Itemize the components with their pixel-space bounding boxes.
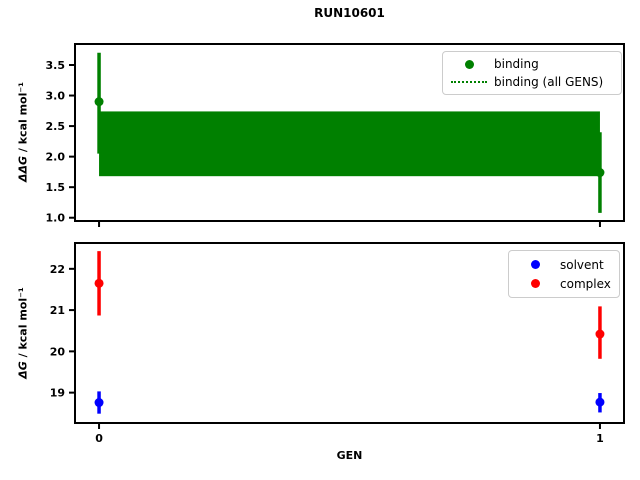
- marker-solvent: [94, 398, 104, 408]
- legend-dot-icon: [516, 260, 554, 269]
- y-tick-label: 3.5: [46, 59, 66, 72]
- y-tick-label: 20: [50, 345, 66, 358]
- marker-complex: [94, 278, 104, 288]
- y-tick-label: 2.0: [46, 151, 66, 164]
- legend-label: solvent: [560, 257, 604, 272]
- bottom-plot: 19 20 21 22 0 1: [50, 242, 625, 445]
- chart-title: RUN10601: [314, 6, 385, 20]
- legend-item-binding: binding: [450, 55, 614, 73]
- marker-complex: [595, 329, 605, 339]
- axes-frame: [74, 242, 625, 424]
- top-y-axis-label: ΔΔG / kcal mol⁻¹: [17, 82, 30, 182]
- legend-label: complex: [560, 276, 611, 291]
- marker-solvent: [595, 397, 605, 407]
- legend-label: binding (all GENS): [494, 75, 604, 89]
- marker-binding: [595, 168, 605, 178]
- dot-marker: [464, 59, 474, 69]
- y-tick-label: 19: [50, 387, 65, 400]
- y-tick-label: 1.0: [46, 212, 66, 225]
- x-tick-label: 1: [596, 432, 604, 445]
- top-plot: 1.0 1.5 2.0 2.5 3.0 3.5: [46, 43, 625, 227]
- marker-binding: [94, 97, 104, 107]
- bottom-legend: solvent complex: [508, 250, 620, 298]
- bottom-plot-canvas: 19 20 21 22 0 1: [50, 242, 625, 445]
- top-plot-canvas: 1.0 1.5 2.0 2.5 3.0 3.5: [46, 43, 625, 227]
- dotted-line-marker: [451, 81, 487, 83]
- axes-frame: [74, 43, 625, 222]
- legend-dot-icon: [450, 59, 488, 69]
- y-tick-label: 2.5: [46, 120, 66, 133]
- bottom-y-axis-label: ΔG / kcal mol⁻¹: [17, 287, 30, 379]
- legend-item-complex: complex: [516, 274, 612, 293]
- y-tick-label: 3.0: [46, 90, 66, 103]
- bottom-y-axis-label-units: / kcal mol⁻¹: [16, 287, 30, 362]
- uncertainty-band: [99, 111, 600, 177]
- y-tick-label: 21: [50, 304, 65, 317]
- top-legend: binding binding (all GENS): [442, 51, 622, 95]
- top-y-axis-label-units: / kcal mol⁻¹: [16, 81, 30, 156]
- legend-item-binding-all-gens-: binding (all GENS): [450, 73, 614, 91]
- legend-dot-icon: [516, 279, 554, 288]
- bottom-y-axis-label-math: ΔG: [16, 361, 30, 379]
- top-y-axis-label-math: ΔΔG: [16, 155, 30, 183]
- dot-marker: [530, 260, 540, 269]
- x-tick-label: 0: [95, 432, 103, 445]
- legend-dotted-line-icon: [450, 81, 488, 83]
- x-axis-label: GEN: [336, 449, 363, 462]
- y-tick-label: 22: [50, 263, 65, 276]
- y-tick-label: 1.5: [46, 181, 66, 194]
- legend-item-solvent: solvent: [516, 255, 612, 274]
- dot-marker: [530, 279, 540, 288]
- legend-label: binding: [494, 57, 539, 71]
